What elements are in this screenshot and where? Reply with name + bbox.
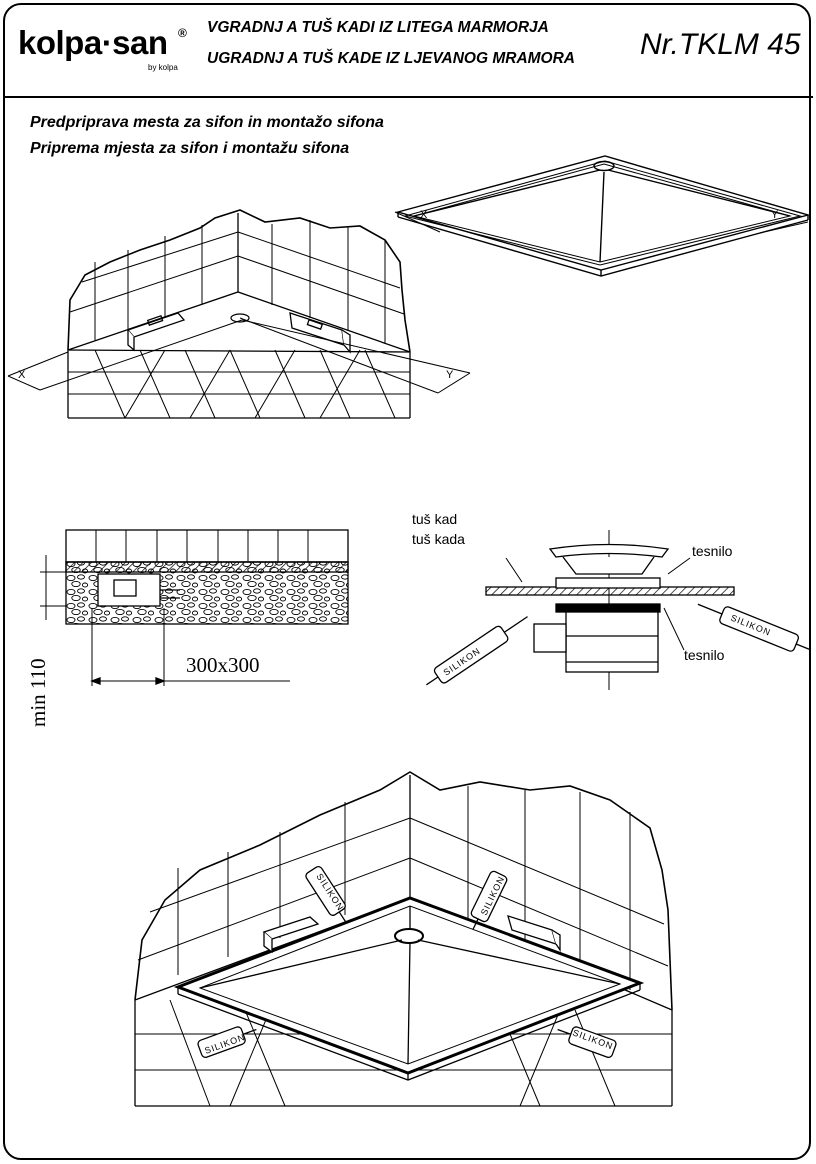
min-height-label: min 110 (26, 658, 50, 727)
brand-logo: kolpa·san (18, 24, 168, 61)
y-dimension-label: Y (446, 369, 454, 381)
x-dimension-label: X (18, 369, 26, 381)
tub-label-croatian: tuš kada (412, 531, 465, 547)
section-title-croatian: Priprema mjesta za sifon i montažu sifon… (30, 140, 350, 157)
brand-registered-mark: ® (178, 26, 187, 40)
tray-x-label: X (420, 209, 428, 221)
header-title-croatian: UGRADNJ A TUŠ KADE IZ LJEVANOG MRAMORA (207, 50, 575, 67)
brand-subtitle: by kolpa (148, 63, 178, 72)
shower-tray-isometric (394, 155, 811, 277)
document-number: Nr.TKLM 45 (640, 28, 801, 61)
siphon-detail (426, 530, 810, 690)
drawing-sheet-border (3, 3, 811, 1160)
installed-tray-view (134, 771, 673, 1107)
room-corner-preparation-view (7, 209, 471, 419)
section-title-slovenian: Predpriprava mesta za sifon in montažo s… (30, 114, 384, 131)
seal-label-top: tesnilo (692, 543, 733, 559)
header-divider (3, 96, 813, 98)
header-title-slovenian: VGRADNJ A TUŠ KADI IZ LITEGA MARMORJA (207, 19, 549, 36)
tray-y-label: Y (771, 209, 779, 221)
seal-label-bottom: tesnilo (684, 647, 725, 663)
tub-label-slovenian: tuš kad (412, 511, 457, 527)
cutout-dimension-label: 300x300 (186, 653, 260, 677)
floor-cross-section (40, 529, 349, 686)
